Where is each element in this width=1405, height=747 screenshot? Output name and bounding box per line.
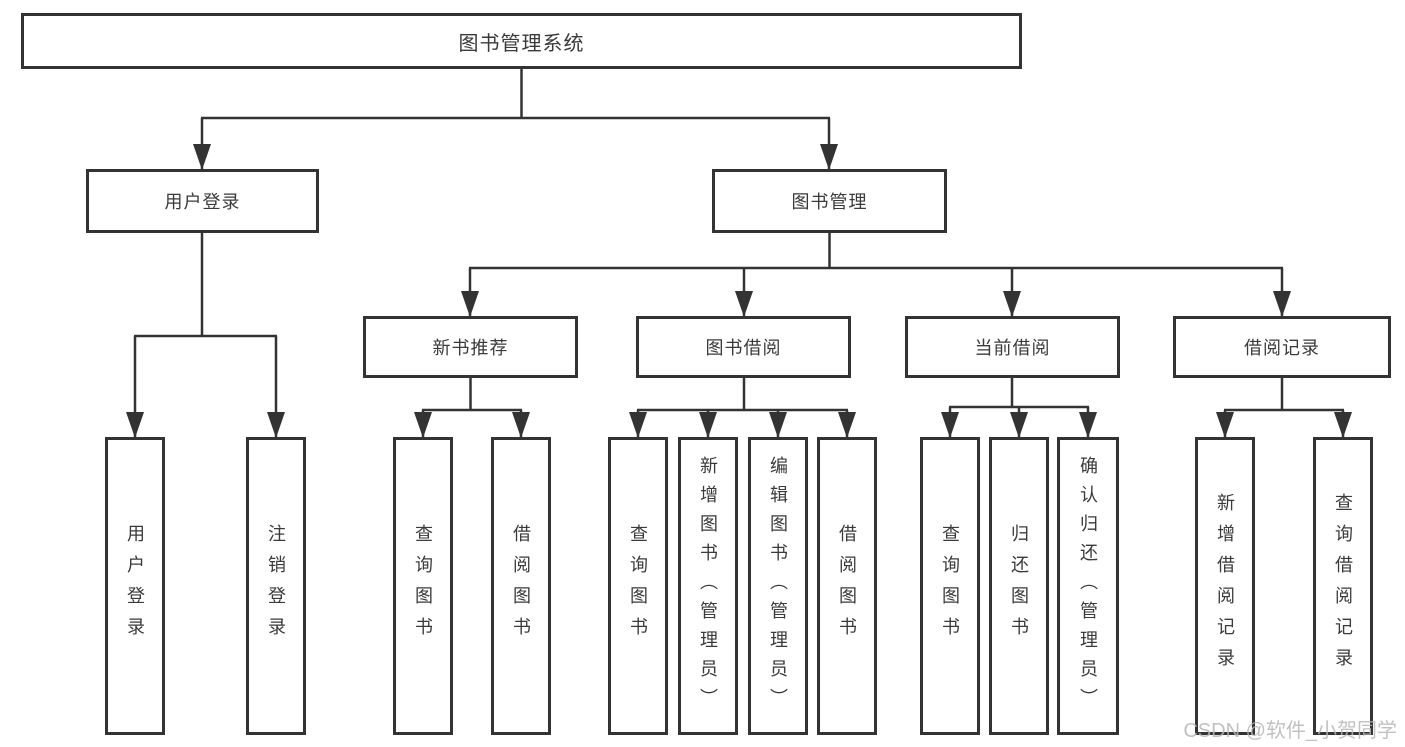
leaf-edit-book-admin-label: 编辑图书（管理员） bbox=[768, 455, 788, 717]
leaf-logout: 注销登录 bbox=[246, 437, 306, 735]
node-user-login-label: 用户登录 bbox=[164, 192, 241, 212]
leaf-user-login: 用户登录 bbox=[105, 437, 165, 735]
leaf-add-book-admin: 新增图书（管理员） bbox=[678, 437, 738, 735]
leaf-borrow-books-borrow-label: 借阅图书 bbox=[837, 524, 857, 648]
node-new-book-recommend-label: 新书推荐 bbox=[432, 338, 509, 358]
csdn-watermark: CSDN @软件_小贺同学 bbox=[1183, 720, 1397, 742]
leaf-query-borrow-record-label: 查询借阅记录 bbox=[1333, 493, 1353, 679]
node-book-borrow: 图书借阅 bbox=[636, 316, 851, 378]
leaf-query-books-current: 查询图书 bbox=[920, 437, 980, 735]
leaf-query-borrow-record: 查询借阅记录 bbox=[1313, 437, 1373, 735]
leaf-user-login-label: 用户登录 bbox=[125, 524, 145, 648]
leaf-borrow-books-recommend-label: 借阅图书 bbox=[511, 524, 531, 648]
node-book-borrow-label: 图书借阅 bbox=[705, 338, 782, 358]
node-new-book-recommend: 新书推荐 bbox=[363, 316, 578, 378]
node-current-borrow-label: 当前借阅 bbox=[974, 338, 1051, 358]
node-book-management-label: 图书管理 bbox=[791, 192, 868, 212]
leaf-return-book-label: 归还图书 bbox=[1009, 524, 1029, 648]
leaf-return-book: 归还图书 bbox=[989, 437, 1049, 735]
leaf-query-books-current-label: 查询图书 bbox=[940, 524, 960, 648]
leaf-borrow-books-borrow: 借阅图书 bbox=[817, 437, 877, 735]
node-book-management: 图书管理 bbox=[712, 169, 947, 233]
leaf-query-books-borrow: 查询图书 bbox=[608, 437, 668, 735]
leaf-add-book-admin-label: 新增图书（管理员） bbox=[698, 455, 718, 717]
leaf-query-books-recommend: 查询图书 bbox=[393, 437, 453, 735]
node-root: 图书管理系统 bbox=[21, 13, 1022, 69]
leaf-confirm-return-admin: 确认归还（管理员） bbox=[1057, 437, 1119, 735]
leaf-add-borrow-record: 新增借阅记录 bbox=[1195, 437, 1255, 735]
leaf-add-borrow-record-label: 新增借阅记录 bbox=[1215, 493, 1235, 679]
leaf-borrow-books-recommend: 借阅图书 bbox=[491, 437, 551, 735]
leaf-query-books-recommend-label: 查询图书 bbox=[413, 524, 433, 648]
node-root-label: 图书管理系统 bbox=[458, 32, 585, 55]
node-user-login: 用户登录 bbox=[86, 169, 319, 233]
leaf-query-books-borrow-label: 查询图书 bbox=[628, 524, 648, 648]
node-borrow-records-label: 借阅记录 bbox=[1244, 338, 1320, 358]
node-current-borrow: 当前借阅 bbox=[905, 316, 1120, 378]
leaf-confirm-return-admin-label: 确认归还（管理员） bbox=[1078, 455, 1098, 717]
leaf-logout-label: 注销登录 bbox=[266, 524, 286, 648]
node-borrow-records: 借阅记录 bbox=[1173, 316, 1391, 378]
leaf-edit-book-admin: 编辑图书（管理员） bbox=[748, 437, 808, 735]
